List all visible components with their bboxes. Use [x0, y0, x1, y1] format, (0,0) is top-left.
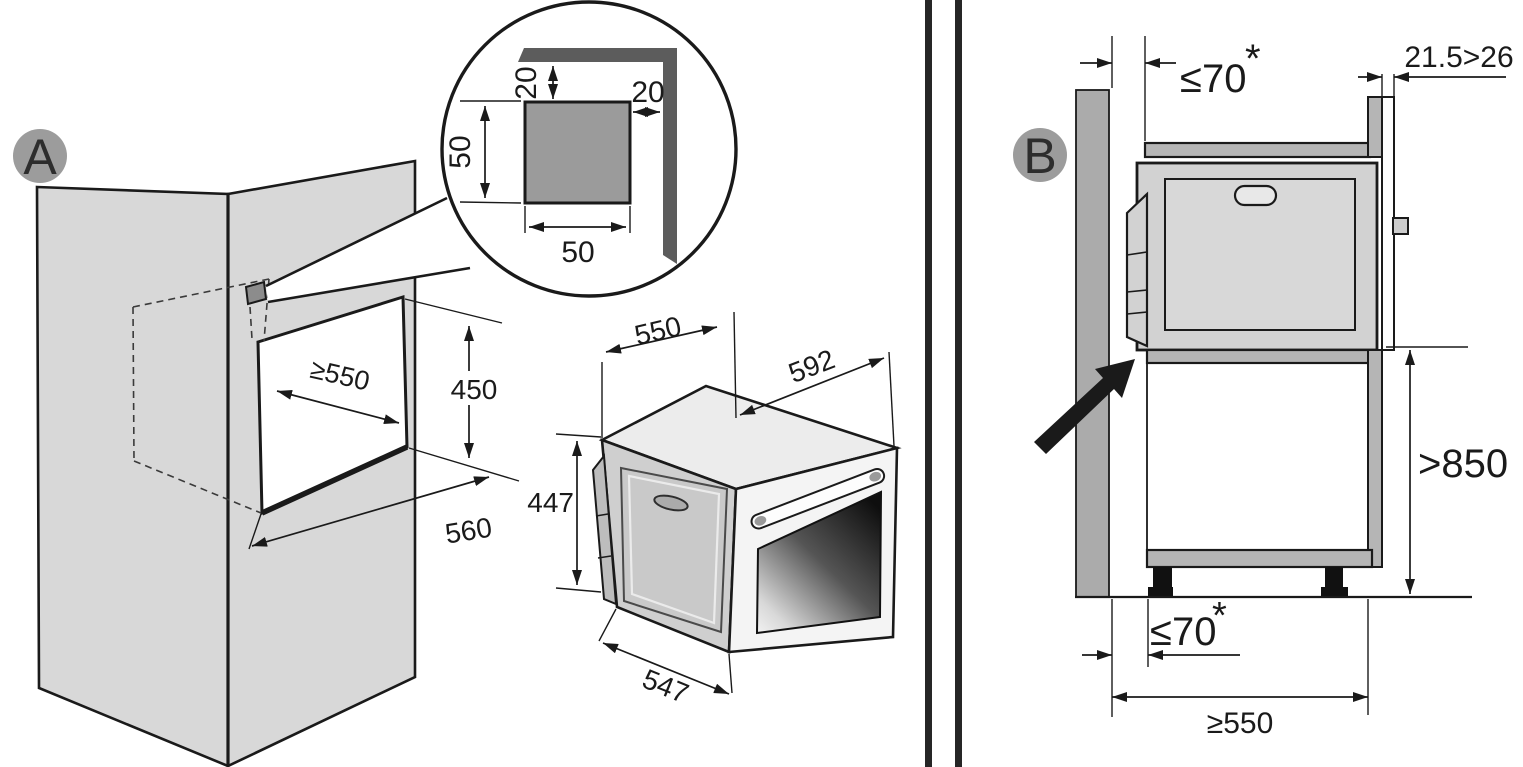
- worktop-height-label: >850: [1418, 442, 1508, 486]
- upper-front-edge: [1367, 96, 1383, 158]
- side-wall-panel: [1075, 89, 1110, 598]
- under-oven-shelf: [1145, 348, 1377, 365]
- oven-side-view: [1125, 161, 1409, 352]
- dim-wall-gap-top: ≤70 *: [1080, 36, 1261, 141]
- wall-gap-top-label: ≤70: [1180, 57, 1246, 101]
- wall-gap-bottom-note: *: [1212, 595, 1227, 637]
- dim-cabinet-depth: ≥550: [1112, 599, 1369, 740]
- panel-a-badge-circle: [13, 129, 67, 183]
- oven-top-depth-label: 550: [632, 310, 684, 351]
- callout-pointer-wedge: [265, 196, 471, 304]
- vent-height-label: 50: [444, 135, 477, 168]
- panel-divider: [925, 0, 962, 767]
- vent-hole: [244, 280, 268, 306]
- pointer-arrow: [1034, 359, 1135, 454]
- oven-isometric: [591, 384, 902, 654]
- cabinet-column: [35, 159, 417, 767]
- wall-gap-bottom-label: ≤70: [1150, 610, 1216, 654]
- oven-width-label: 592: [784, 343, 839, 389]
- dim-wall-gap-bottom: ≤70 *: [1082, 595, 1240, 717]
- hinge-bracket: [1125, 191, 1149, 348]
- dim-niche-depth: 560: [248, 476, 494, 550]
- cabinet-leg-left: [1148, 567, 1173, 597]
- cabinet-leg-right: [1321, 567, 1348, 597]
- wall-gap-top-note: *: [1245, 37, 1261, 81]
- cabinet-depth-label: ≥550: [1207, 707, 1274, 740]
- oven-bottom-depth-label: 547: [638, 663, 693, 709]
- niche-depth-label: 560: [443, 512, 494, 550]
- vent-gap-side-label: 20: [631, 76, 664, 109]
- oven-height-label: 447: [527, 487, 574, 518]
- dim-vent-gap-top: 20: [510, 66, 558, 100]
- cavity-hidden-edges: [132, 278, 270, 514]
- panel-b-badge-circle: [1013, 128, 1067, 182]
- base-cabinet: [1145, 348, 1383, 597]
- dim-vent-height: 50: [444, 100, 522, 204]
- door-handle-slot: [1233, 184, 1278, 207]
- dim-vent-width: 50: [524, 206, 631, 269]
- front-handle-bar: [750, 467, 886, 530]
- panel-b: ≤70 * 21.5>26 >850 ≤70 *: [1013, 36, 1514, 740]
- vent-width-label: 50: [561, 236, 594, 269]
- dim-vent-gap-side: 20: [631, 76, 665, 117]
- vent-hole-detail: [523, 100, 632, 205]
- control-knob: [1392, 217, 1409, 235]
- corner-wall-detail: [518, 48, 677, 264]
- dim-front-overhang: 21.5>26: [1358, 41, 1514, 96]
- callout-circle: 20 20 50 50: [440, 0, 738, 298]
- panel-a-badge: A: [13, 129, 67, 185]
- base-front-edge: [1367, 349, 1383, 568]
- dim-oven-height: 447: [527, 433, 602, 593]
- panel-b-badge: B: [1013, 128, 1067, 184]
- rear-mounting-strip: [591, 453, 618, 606]
- worktop-shelf: [1143, 141, 1372, 159]
- panel-a-label: A: [23, 129, 57, 185]
- dim-worktop-height: >850: [1386, 346, 1508, 594]
- niche-height-label: 450: [451, 374, 498, 405]
- panel-b-label: B: [1023, 128, 1056, 184]
- cabinet-left-face: [35, 185, 230, 767]
- side-handle-slot: [653, 494, 689, 512]
- front-overhang-label: 21.5>26: [1404, 41, 1513, 74]
- side-door-panel: [619, 466, 729, 634]
- base-bottom-shelf: [1145, 548, 1374, 569]
- panel-a: 450 ≥550 560 20: [13, 0, 902, 767]
- oven-door-glass: [755, 490, 883, 635]
- vent-gap-top-label: 20: [510, 66, 543, 99]
- dim-niche-height: 450: [404, 298, 520, 482]
